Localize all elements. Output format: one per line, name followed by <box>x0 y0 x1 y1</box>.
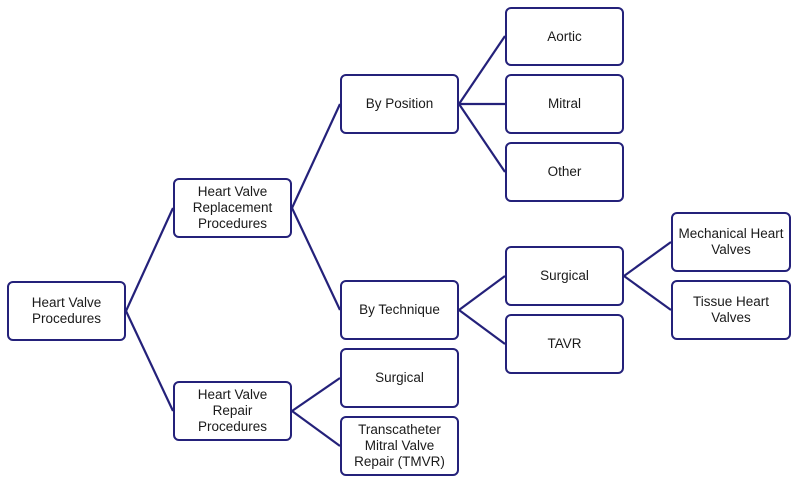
node-tissue-heart-valves: Tissue Heart Valves <box>671 280 791 340</box>
node-heart-valve-procedures: Heart Valve Procedures <box>7 281 126 341</box>
node-mitral: Mitral <box>505 74 624 134</box>
node-tmvr: Transcatheter Mitral Valve Repair (TMVR) <box>340 416 459 476</box>
connector-technique-surgical <box>458 275 506 311</box>
node-replacement-procedures: Heart Valve Replacement Procedures <box>173 178 292 238</box>
connector-replacement-technique <box>291 207 341 311</box>
connector-root-replacement <box>124 207 175 312</box>
node-mechanical-heart-valves: Mechanical Heart Valves <box>671 212 791 272</box>
node-other: Other <box>505 142 624 202</box>
node-repair-procedures: Heart Valve Repair Procedures <box>173 381 292 441</box>
node-by-technique: By Technique <box>340 280 459 340</box>
connector-technique-tavr <box>458 309 506 345</box>
connector-replacement-position <box>291 103 341 209</box>
node-surgical-repair: Surgical <box>340 348 459 408</box>
node-by-position: By Position <box>340 74 459 134</box>
connector-repair-surgical <box>291 377 341 412</box>
node-tavr: TAVR <box>505 314 624 374</box>
node-surgical-technique: Surgical <box>505 246 624 306</box>
connector-position-other <box>458 103 506 173</box>
connector-position-aortic <box>458 35 506 105</box>
connector-surgical-mechanical <box>623 241 672 277</box>
connector-root-repair <box>125 310 174 412</box>
node-aortic: Aortic <box>505 7 624 66</box>
connector-surgical-tissue <box>623 275 672 311</box>
connector-repair-tmvr <box>291 410 341 447</box>
